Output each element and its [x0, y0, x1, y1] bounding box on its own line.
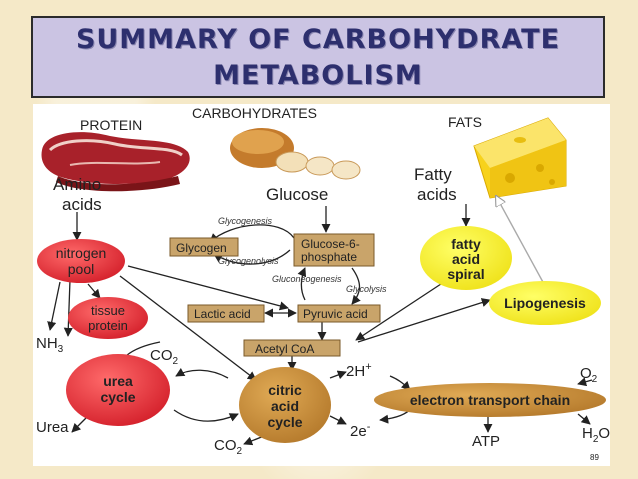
amino-label-2: acids — [62, 195, 102, 214]
fatty-spiral-label-2: acid — [452, 251, 480, 267]
grey-arrows — [496, 196, 545, 285]
glycogenesis-label: Glycogenesis — [218, 216, 273, 226]
nitrogen-pool-label-2: pool — [68, 261, 94, 277]
lipogenesis-label: Lipogenesis — [504, 295, 586, 311]
arrows — [47, 204, 593, 446]
lactic-acid-label: Lactic acid — [194, 307, 251, 321]
e-minus-label: 2e- — [350, 421, 371, 440]
e-minus-base: 2e — [350, 423, 367, 440]
acetyl-coa-label: Acetyl CoA — [255, 342, 314, 356]
lactic-acid-node — [187, 304, 265, 323]
h2o-sub: 2 — [593, 434, 599, 445]
nh3-sub: 3 — [58, 344, 64, 355]
glycogen-node — [169, 237, 239, 257]
glycolysis-label: Glycolysis — [346, 284, 387, 294]
gluconeogenesis-label: Gluconeogenesis — [272, 274, 342, 284]
nh3-label: NH3 — [36, 335, 64, 355]
lipogenesis-node — [489, 281, 601, 325]
fatty-spiral-label-3: spiral — [447, 266, 484, 282]
carbohydrates-label: CARBOHYDRATES — [192, 105, 317, 121]
urea-cycle-label-2: cycle — [100, 389, 135, 405]
o2-label: O2 — [580, 365, 598, 385]
fatty-spiral-label-1: fatty — [451, 236, 481, 252]
citric-cycle-label-2: acid — [271, 398, 299, 414]
acetyl-coa-node — [243, 339, 341, 357]
glucose6p-label-2: phosphate — [301, 250, 357, 264]
nh3-base: NH — [36, 335, 58, 352]
nitrogen-pool-node — [37, 239, 125, 283]
urea-label: Urea — [36, 419, 69, 436]
fatty-acids-label-2: acids — [417, 185, 457, 204]
slide-title-line2: Metabolism — [213, 60, 423, 91]
e-minus-sup: - — [367, 421, 371, 433]
co2-bottom-sub: 2 — [237, 446, 243, 457]
co2-top-base: CO — [150, 347, 173, 364]
h2o-label: H2O — [582, 425, 610, 445]
fatty-acids-label-1: Fatty — [414, 165, 452, 184]
h-plus-base: 2H — [346, 363, 365, 380]
urea-cycle-label-1: urea — [103, 373, 133, 389]
co2-bottom-label: CO2 — [214, 437, 243, 457]
glucose6p-node — [293, 233, 375, 267]
page-number: 89 — [590, 453, 599, 462]
pyruvic-acid-node — [297, 304, 381, 323]
glycogen-label: Glycogen — [176, 241, 227, 255]
tissue-protein-label-2: protein — [88, 318, 128, 333]
amino-label-1: Amino — [53, 175, 101, 194]
citric-cycle-label-1: citric — [268, 382, 302, 398]
etc-node — [374, 383, 606, 417]
atp-label: ATP — [472, 433, 500, 450]
glucose-label: Glucose — [266, 185, 328, 204]
fats-label: FATS — [448, 114, 482, 130]
co2-bottom-base: CO — [214, 437, 237, 454]
co2-top-sub: 2 — [173, 356, 179, 367]
tissue-protein-label-1: tissue — [91, 303, 125, 318]
h-plus-sup: + — [365, 361, 371, 373]
fatty-acid-spiral-node — [420, 226, 512, 290]
tissue-protein-node — [68, 297, 148, 339]
slide-title-line1: Summary of Carbohydrate — [75, 24, 561, 55]
h-plus-label: 2H+ — [346, 361, 372, 380]
cheese-image — [473, 117, 567, 199]
citric-acid-cycle-node — [239, 367, 331, 443]
o2-sub: 2 — [592, 374, 598, 385]
h2o-base: H — [582, 425, 593, 442]
etc-label: electron transport chain — [410, 392, 570, 408]
h2o-end: O — [598, 425, 610, 442]
glucose6p-label-1: Glucose-6- — [301, 237, 360, 251]
glycogenolysis-label: Glycogenolysis — [218, 256, 279, 266]
citric-cycle-label-3: cycle — [267, 414, 302, 430]
urea-cycle-node — [66, 354, 170, 426]
o2-base: O — [580, 365, 592, 382]
bread-image — [230, 128, 361, 180]
protein-label: PROTEIN — [80, 117, 142, 133]
co2-top-label: CO2 — [150, 347, 179, 367]
pyruvic-acid-label: Pyruvic acid — [303, 307, 368, 321]
nitrogen-pool-label-1: nitrogen — [56, 245, 107, 261]
steak-image — [41, 132, 190, 192]
title-box: Summary of Carbohydrate Metabolism — [31, 16, 605, 98]
